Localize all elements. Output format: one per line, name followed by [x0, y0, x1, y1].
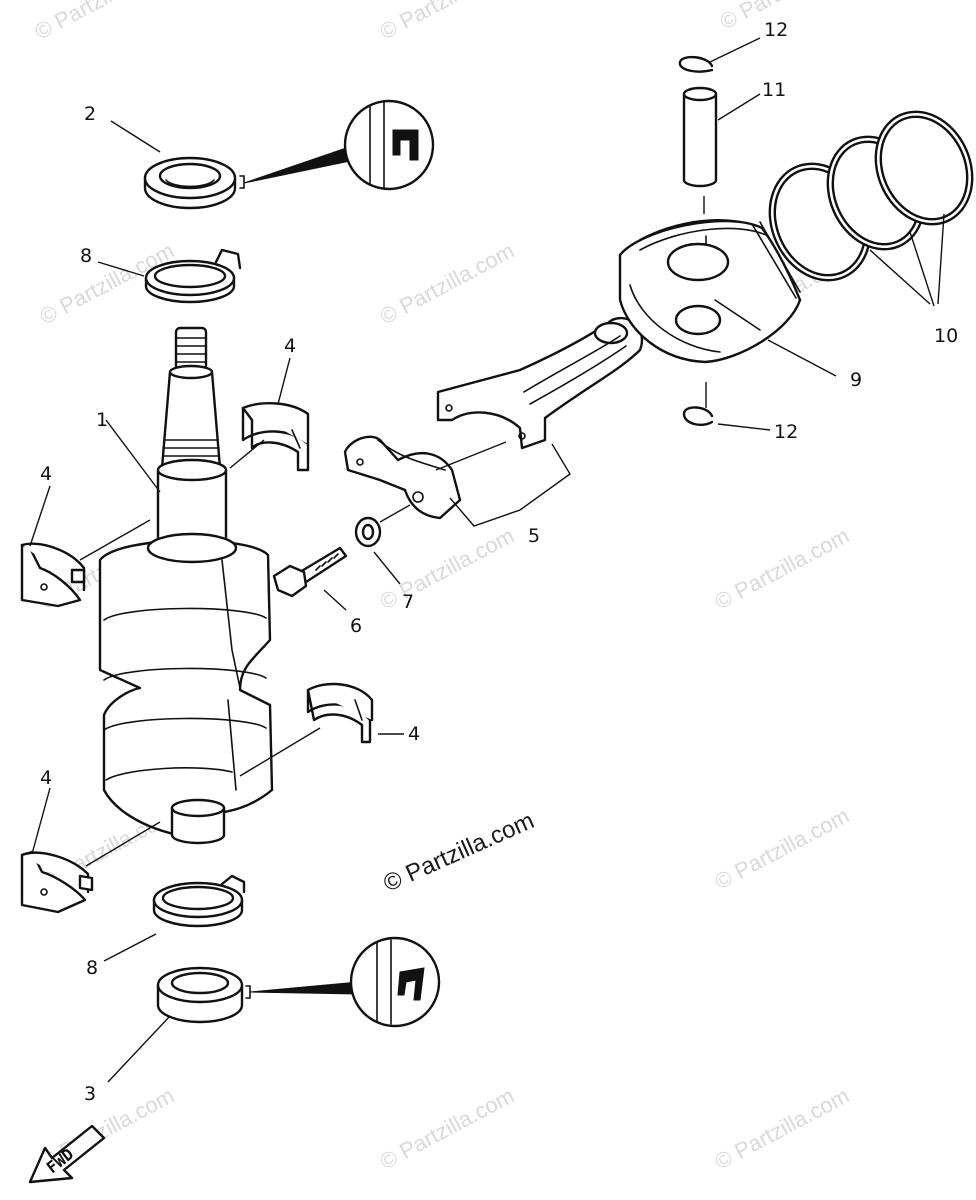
piston — [618, 219, 802, 364]
callout-part-4: 4 — [40, 767, 52, 789]
seal-lip-detail-inset — [349, 936, 441, 1028]
main-bearing-top-right — [241, 402, 310, 472]
callout-part-4: 4 — [408, 723, 420, 745]
callout-part-5: 5 — [528, 525, 540, 547]
watermark: © Partzilla.com — [376, 0, 519, 44]
oil-seal-upper — [143, 99, 435, 210]
callout-part-2: 2 — [84, 103, 96, 125]
watermark: © Partzilla.com — [376, 523, 519, 615]
seal-lip-detail-inset — [343, 99, 435, 191]
callout-part-11: 11 — [762, 79, 786, 101]
connecting-rod — [343, 317, 643, 520]
watermark: © Partzilla.com — [376, 1083, 519, 1175]
thrust-washer-lower — [152, 874, 246, 928]
crankshaft — [98, 326, 274, 845]
callout-part-4: 4 — [284, 335, 296, 357]
callout-part-3: 3 — [84, 1083, 96, 1105]
callout-part-9: 9 — [850, 369, 862, 391]
callout-labels: 1 2 3 4 4 4 4 5 6 7 8 8 9 10 11 12 12 — [40, 19, 958, 1105]
watermark: © Partzilla.com — [376, 238, 519, 330]
callout-part-1: 1 — [96, 409, 108, 431]
bolt-washer — [354, 516, 382, 548]
circlip-upper — [678, 55, 714, 73]
main-bearing-left-lower — [20, 850, 94, 914]
leader-lines — [29, 37, 945, 1083]
watermark: © Partzilla.com — [711, 803, 854, 895]
thrust-washer-upper — [144, 248, 242, 304]
callout-part-4: 4 — [40, 463, 52, 485]
piston-pin — [682, 86, 718, 188]
callout-part-12: 12 — [764, 19, 788, 41]
callout-part-8: 8 — [86, 957, 98, 979]
callout-part-12: 12 — [774, 421, 798, 443]
callout-part-8: 8 — [80, 245, 92, 267]
watermark: © Partzilla.com — [711, 1083, 854, 1175]
forward-direction-arrow: FWD — [28, 1124, 106, 1184]
circlip-lower — [682, 406, 714, 426]
callout-part-6: 6 — [350, 615, 362, 637]
main-bearing-right-lower — [306, 682, 374, 744]
watermark: © Partzilla.com — [711, 523, 854, 615]
main-bearing-left-upper — [20, 542, 86, 608]
watermark-main: © Partzilla.com — [379, 807, 538, 897]
callout-part-7: 7 — [402, 591, 414, 613]
callout-part-10: 10 — [934, 325, 958, 347]
connecting-rod-bolt — [272, 546, 348, 598]
piston-rings — [768, 110, 974, 282]
oil-seal-lower — [156, 936, 441, 1028]
watermark: © Partzilla.com — [31, 0, 174, 44]
